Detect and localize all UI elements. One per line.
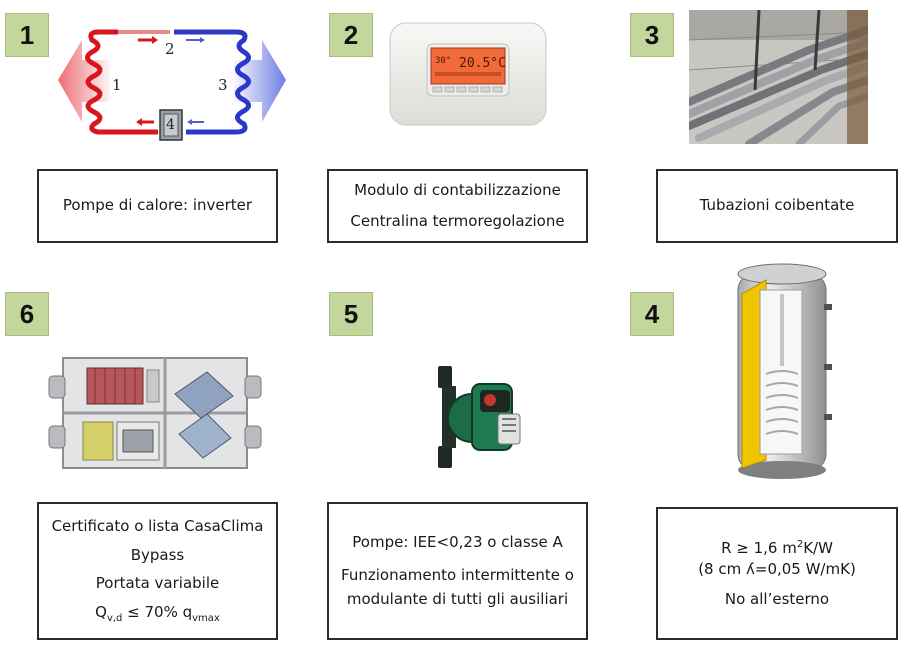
insulated-pipes-image: [689, 10, 868, 144]
ventilation-formula: Qv,d ≤ 70% qvmax: [95, 603, 220, 625]
ventilation-line-1: Certificato o lista CasaClima: [51, 517, 264, 536]
formula-op: ≤ 70% q: [122, 602, 193, 621]
heat-pump-cycle-diagram: 1 2 3 4: [58, 29, 286, 141]
pumps-line-2: Funzionamento intermittente o: [341, 566, 574, 585]
badge-4: 4: [630, 292, 674, 336]
tank-r-pre: R ≥ 1,6 m: [721, 538, 797, 557]
badge-2: 2: [329, 13, 373, 57]
tank-line-2: (8 cm ʎ=0,05 W/mK): [698, 560, 856, 579]
formula-q-sub: v,d: [106, 612, 123, 624]
box-heat-pump: Pompe di calore: inverter: [37, 169, 278, 243]
heat-pump-text: Pompe di calore: inverter: [62, 196, 253, 215]
ventilation-unit-image: [48, 357, 262, 469]
formula-q: Q: [95, 602, 107, 621]
box-metering: Modulo di contabilizzazione Centralina t…: [327, 169, 588, 243]
badge-3: 3: [630, 13, 674, 57]
diagram-label-3: 3: [218, 76, 228, 94]
tank-line-3: No all’esterno: [724, 589, 830, 608]
diagram-label-2: 2: [165, 40, 175, 58]
pipes-text: Tubazioni coibentate: [699, 196, 855, 215]
circulation-pump-image: [438, 366, 521, 468]
metering-line-2: Centralina termoregolazione: [350, 211, 565, 230]
thermostat-display-right: 20.5°C: [459, 56, 506, 71]
tank-r-post: K/W: [803, 538, 833, 557]
tank-r-sup: 2: [796, 538, 804, 550]
storage-tank-image: [737, 263, 832, 479]
ventilation-line-2: Bypass: [130, 545, 185, 564]
box-pumps: Pompe: IEE<0,23 o classe A Funzionamento…: [327, 502, 588, 640]
badge-5: 5: [329, 292, 373, 336]
diagram-label-4: 4: [166, 117, 175, 133]
badge-6: 6: [5, 292, 49, 336]
box-pipes: Tubazioni coibentate: [656, 169, 898, 243]
tank-r-value: R ≥ 1,6 m2K/W: [721, 538, 833, 559]
box-tank: R ≥ 1,6 m2K/W (8 cm ʎ=0,05 W/mK) No all’…: [656, 507, 898, 640]
box-ventilation: Certificato o lista CasaClima Bypass Por…: [37, 502, 278, 640]
diagram-label-1: 1: [112, 76, 122, 94]
badge-1: 1: [5, 13, 49, 57]
thermostat-display-left: 30°: [435, 56, 451, 66]
pumps-line-1: Pompe: IEE<0,23 o classe A: [352, 532, 563, 551]
formula-q2-sub: vmax: [192, 612, 220, 624]
metering-line-1: Modulo di contabilizzazione: [354, 181, 561, 199]
pumps-line-3: modulante di tutti gli ausiliari: [346, 589, 569, 608]
ventilation-line-3: Portata variabile: [95, 574, 220, 593]
thermostat-image: 30° 20.5°C: [389, 22, 547, 126]
